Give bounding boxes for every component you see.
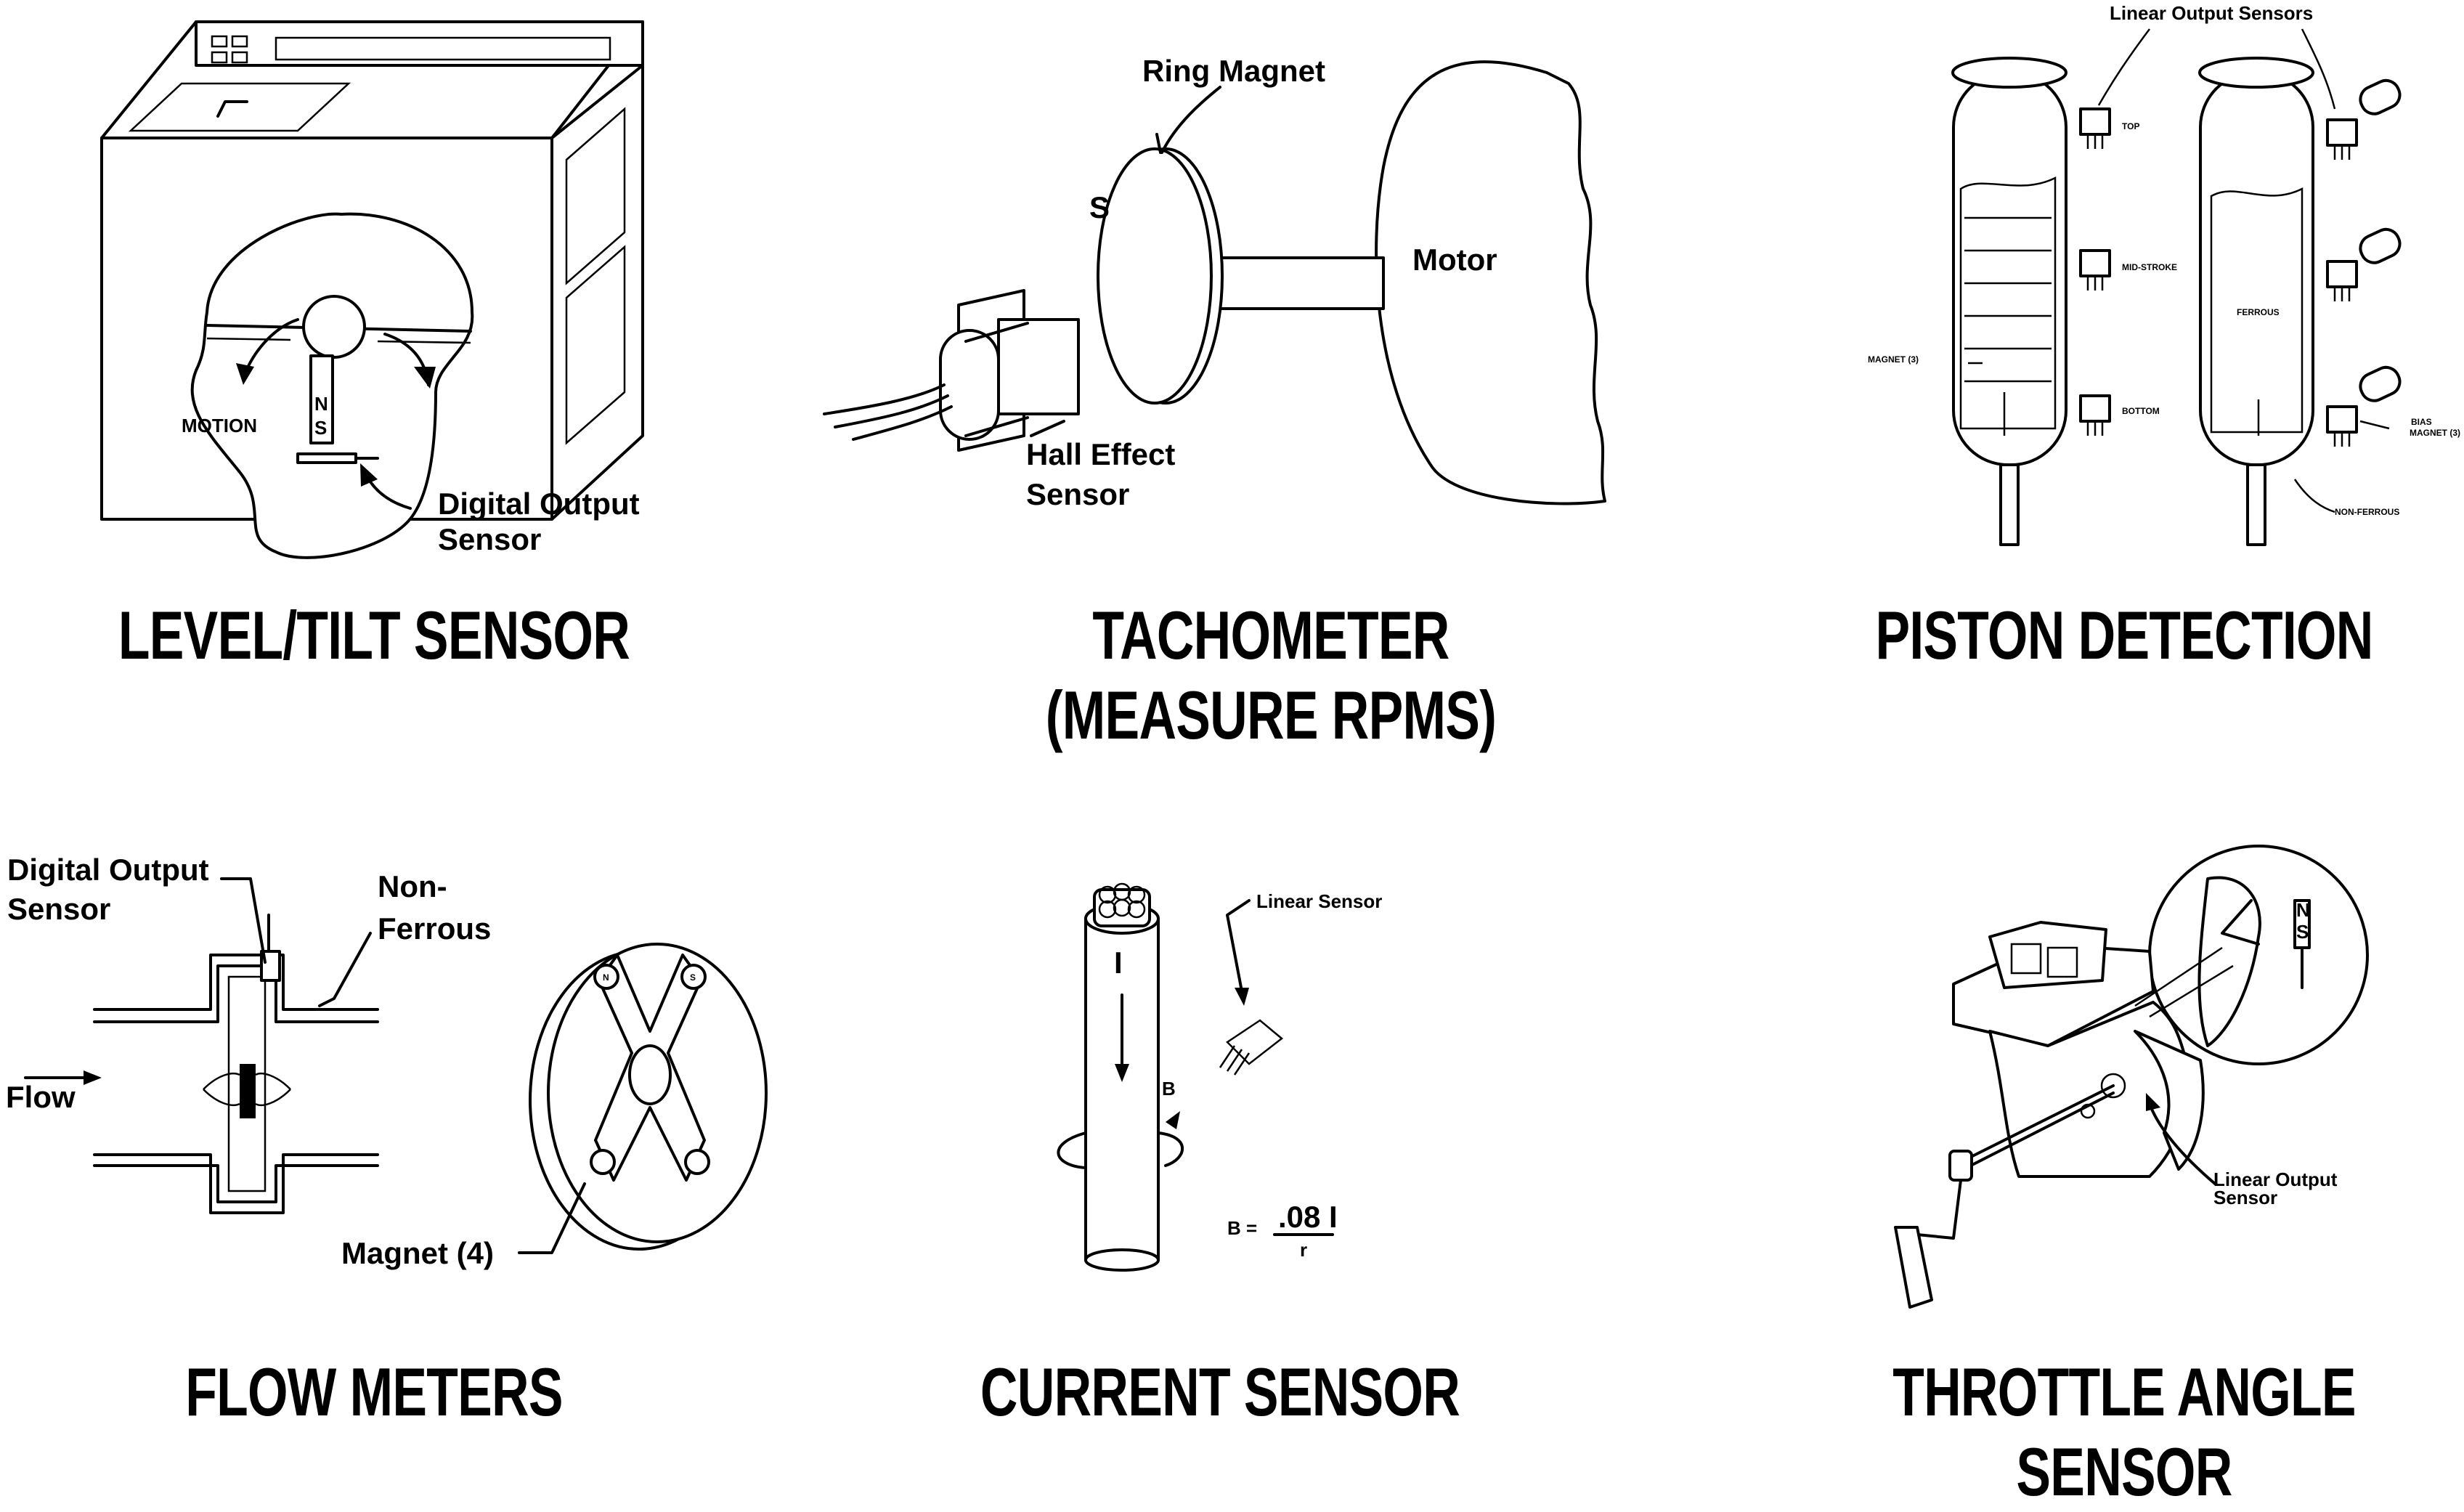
throttle-south-label: S [2296,921,2309,943]
throttle-angle-title: THROTTLE ANGLE SENSOR [1892,1354,2356,1510]
tachometer-illustration [823,60,1606,505]
piston-magnet-label: MAGNET (3) [1868,354,1919,365]
linear-output-sensors-label: Linear Output Sensors [2110,2,2313,24]
formula-lhs: B = [1227,1217,1257,1239]
south-pole-label: S [314,417,327,439]
level-tilt-illustration [100,20,644,559]
digital-output-flow-label-line1: Digital Output [7,853,209,887]
hall-effect-label-line2: Sensor [1026,477,1129,511]
mid-stroke-label: MID-STROKE [2122,262,2177,272]
ring-south-pole-label: S [1089,190,1110,224]
north-pole-label: N [314,393,328,415]
digital-output-flow-label-line2: Sensor [7,892,110,926]
digital-output-label-line2: Sensor [438,522,541,556]
bias-magnet-label-line2: MAGNET (3) [2410,428,2460,438]
motor-label: Motor [1412,243,1497,277]
tachometer-title: TACHOMETER (MEASURE RPMS) [1045,597,1497,753]
throttle-illustration [1894,845,2369,1309]
magnet-south-label: S [690,972,696,983]
throttle-north-label: N [2296,899,2310,921]
motion-label: MOTION [182,415,257,436]
digital-output-label-line1: Digital Output [438,487,640,521]
magnet-count-label: Magnet (4) [341,1236,494,1270]
formula-numerator: .08 I [1278,1200,1338,1234]
current-sensor-title: CURRENT SENSOR [980,1354,1460,1430]
linear-sensor-label: Linear Sensor [1256,890,1382,912]
hall-effect-label-line1: Hall Effect [1026,437,1175,471]
flow-direction-label: Flow [6,1080,76,1114]
current-sensor-illustration [1057,882,1334,1272]
piston-detection-title: PISTON DETECTION [1875,597,2373,673]
top-position-label: TOP [2122,121,2139,131]
sensor-applications-diagram: MOTION N S Digital Output Sensor Ring Ma… [6,2,2460,1309]
magnet-north-label: N [603,972,609,983]
ring-magnet-label: Ring Magnet [1142,54,1325,88]
magnetic-field-b-label: B [1162,1078,1176,1100]
bottom-position-label: BOTTOM [2122,406,2160,416]
flow-meter-illustration [24,877,768,1254]
current-i-label: I [1114,946,1123,980]
flow-meters-title: FLOW METERS [185,1354,563,1430]
linear-output-throttle-label-line1: Linear Output [2213,1168,2338,1190]
non-ferrous-flow-label-line1: Non- [378,869,447,903]
non-ferrous-piston-label: NON-FERROUS [2335,507,2399,517]
level-tilt-title: LEVEL/TILT SENSOR [118,597,630,673]
non-ferrous-flow-label-line2: Ferrous [378,911,491,946]
linear-output-throttle-label-line2: Sensor [2213,1187,2277,1208]
piston-illustration [1951,28,2402,546]
ferrous-label: FERROUS [2237,307,2280,317]
formula-denominator: r [1300,1239,1307,1261]
bias-magnet-label-line1: BIAS [2411,417,2432,427]
